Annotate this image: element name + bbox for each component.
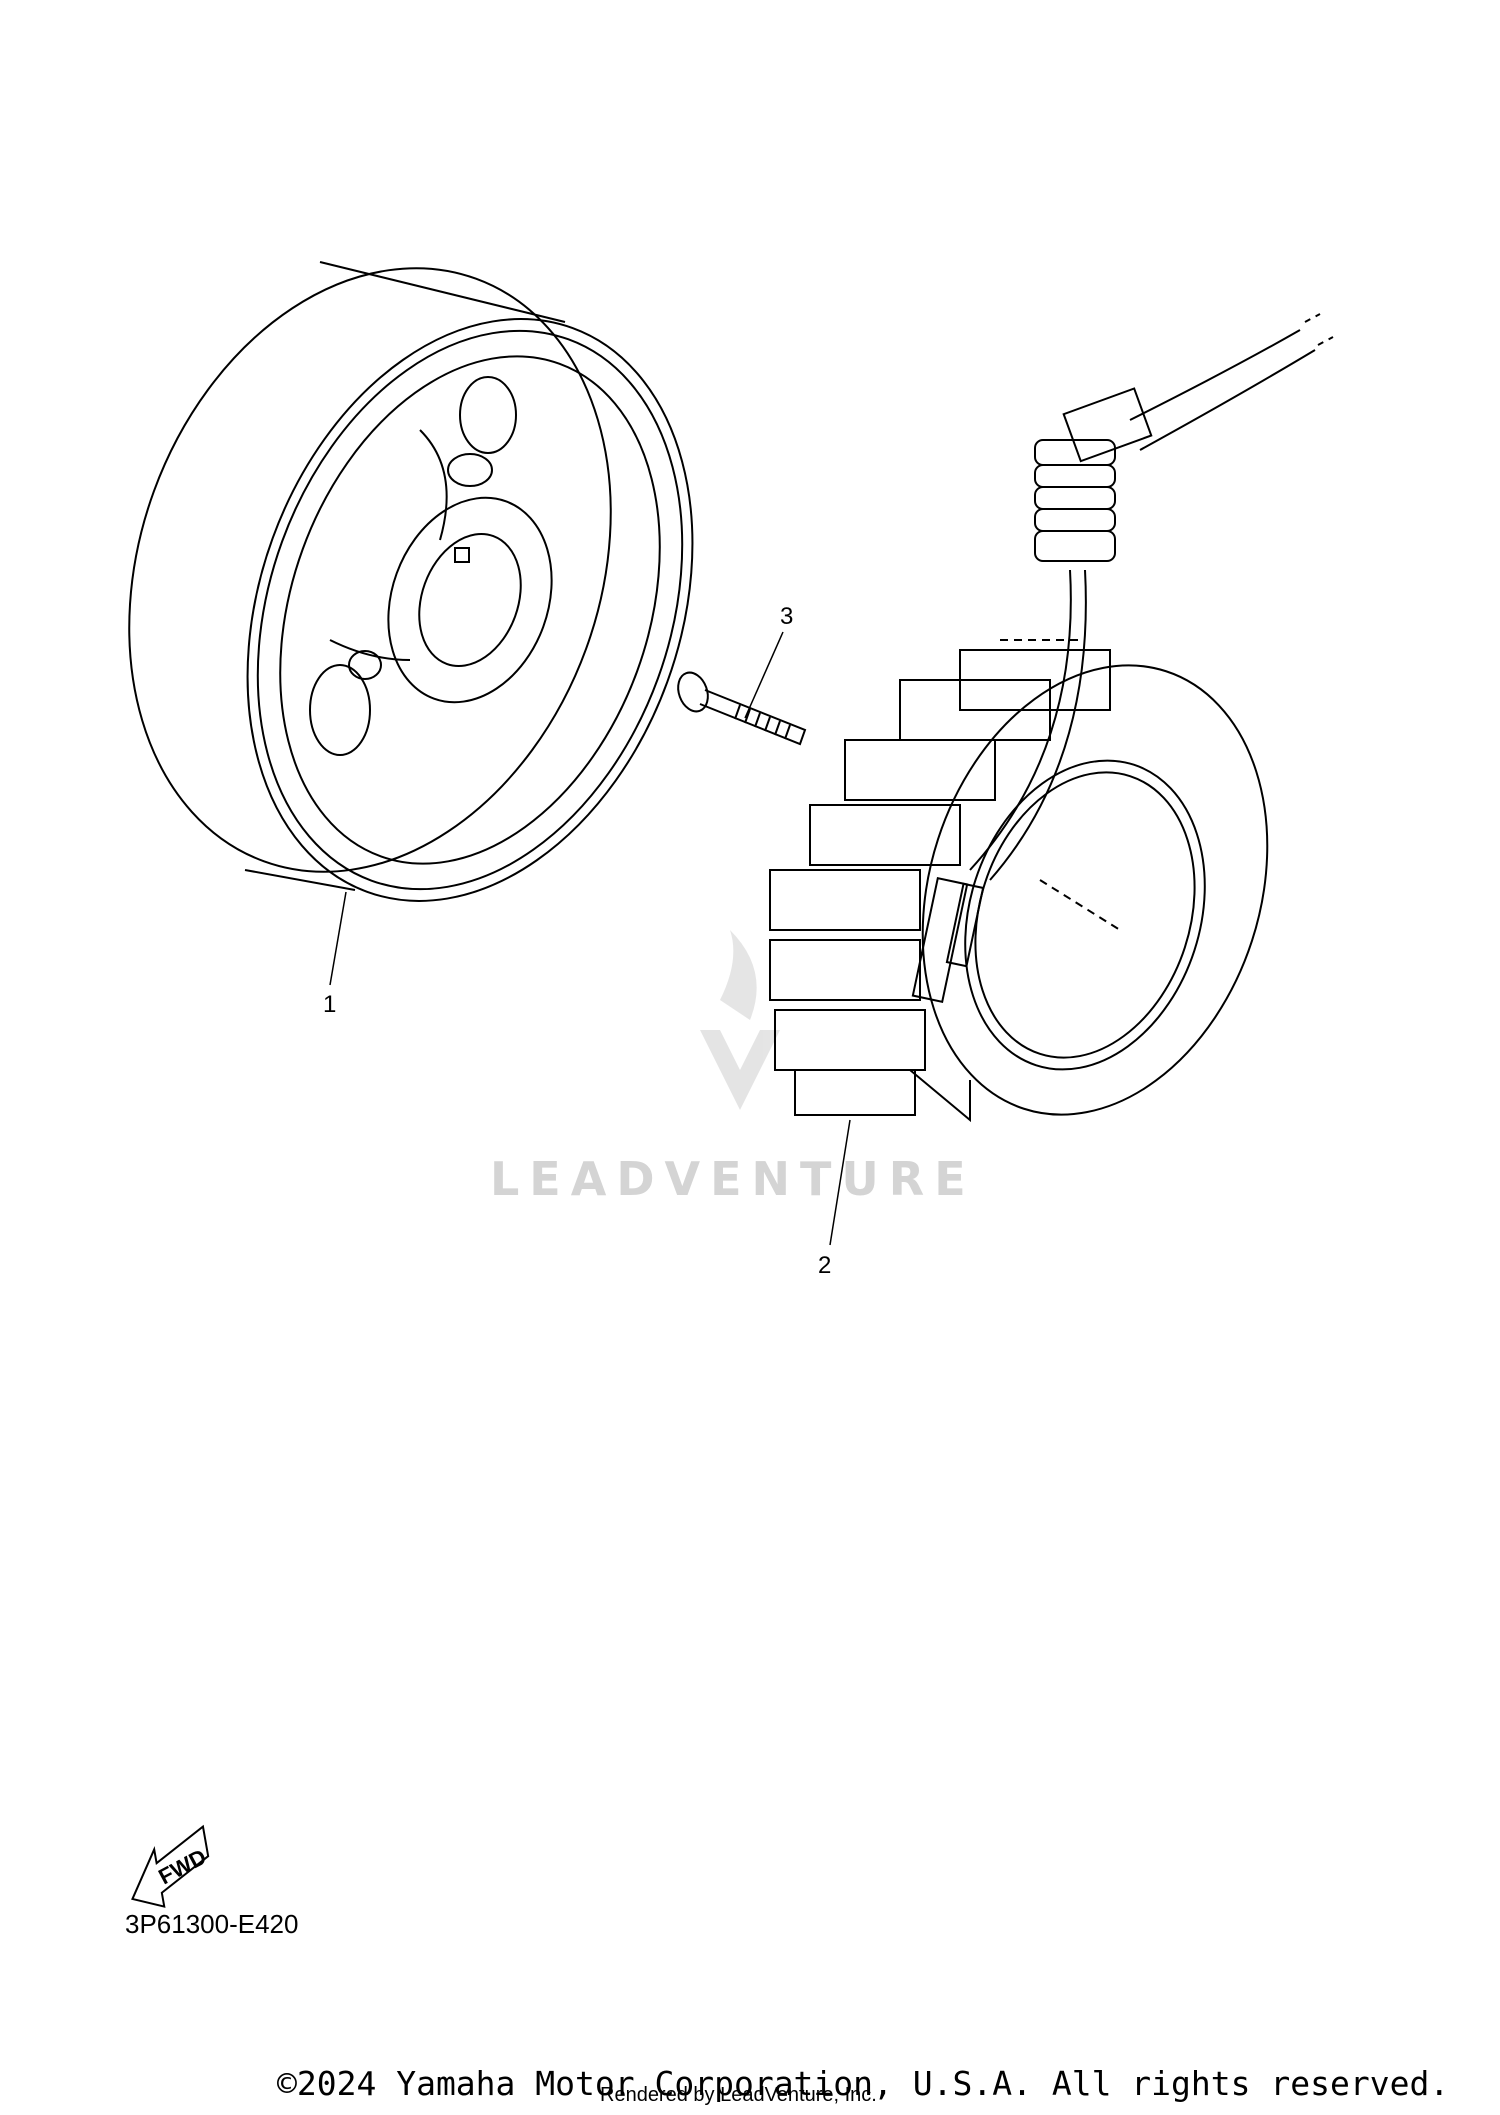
callout-leaders — [329, 631, 851, 1246]
callout-3: 3 — [780, 603, 793, 630]
callout-1: 1 — [323, 991, 336, 1018]
copyright-notice: ©2024 Yamaha Motor Corporation, U.S.A. A… — [277, 2064, 1450, 2103]
leadventure-watermark: LEADVENTURE — [490, 930, 976, 1206]
stator-coil-part[interactable] — [769, 569, 1323, 1160]
fwd-arrow-icon: FWD — [131, 1824, 210, 1908]
flywheel-rotor-part[interactable] — [48, 200, 770, 964]
callout-2: 2 — [818, 1252, 831, 1279]
fwd-label: FWD — [154, 1844, 210, 1890]
reference-code: 3P61300-E420 — [125, 1909, 298, 1939]
wire-harness — [1034, 313, 1334, 562]
watermark-text: LEADVENTURE — [490, 1152, 976, 1206]
rendered-by-notice: Rendered by LeadVenture, Inc. — [600, 2084, 877, 2106]
screw-part[interactable] — [673, 668, 807, 746]
